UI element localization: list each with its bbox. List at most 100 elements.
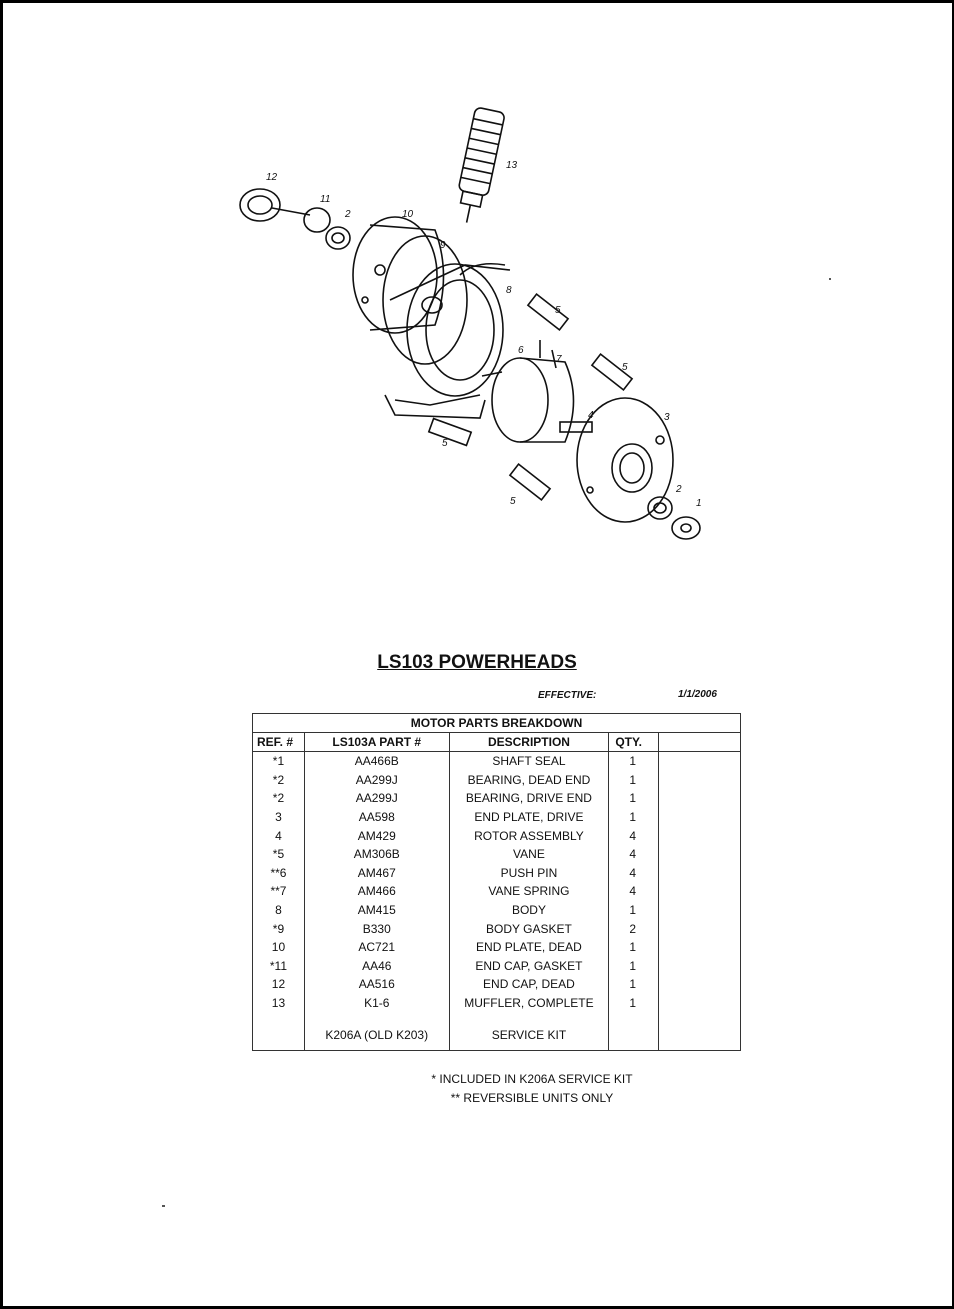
vane-part [427,293,634,501]
blank-cell [658,770,741,790]
ref-cell: *5 [252,844,305,864]
description-cell: MUFFLER, COMPLETE [448,993,610,1013]
footnotes: * INCLUDED IN K206A SERVICE KIT ** REVER… [0,1070,954,1108]
muffler-part [458,107,505,223]
end-cap-dead-part [239,188,311,222]
blank-cell [303,1012,450,1027]
blank-cell [658,789,741,808]
ref-cell: 10 [252,937,305,957]
end-plate-dead-part [352,216,445,334]
part-number-cell: AC721 [303,937,450,957]
callout-label: 6 [518,345,524,356]
ref-cell: **6 [252,863,305,883]
part-number-cell: AA299J [303,789,450,808]
end-plate-drive-part [576,397,674,523]
qty-cell: 4 [608,844,660,864]
table-header-row: REF. # LS103A PART # DESCRIPTION QTY. [252,732,741,752]
ref-cell: *1 [252,751,305,771]
part-number-cell: AM306B [303,844,450,864]
ref-cell [252,1026,305,1052]
blank-cell [658,937,741,957]
qty-cell: 1 [608,807,660,827]
ref-cell: 8 [252,900,305,920]
header-description: DESCRIPTION [448,732,610,752]
part-number-cell: AM415 [303,900,450,920]
callout-label: 5 [442,438,448,449]
description-cell: SHAFT SEAL [448,751,610,771]
effective-label: EFFECTIVE: [538,690,597,701]
description-cell: BEARING, DEAD END [448,770,610,790]
blank-cell [658,975,741,994]
description-cell: BODY GASKET [448,919,610,938]
ref-cell: *9 [252,919,305,938]
qty-cell: 4 [608,882,660,901]
service-kit-row: K206A (OLD K203)SERVICE KIT [252,1026,741,1052]
callout-label: 2 [344,209,351,220]
ref-cell: 4 [252,826,305,845]
body-gasket-part [382,235,468,365]
blank-cell [658,882,741,901]
part-number-cell: AA466B [303,751,450,771]
table-caption: MOTOR PARTS BREAKDOWN [252,713,741,733]
ref-cell: 3 [252,807,305,827]
callout-label: 10 [402,209,414,220]
callout-label: 5 [510,496,516,507]
header-blank [658,732,741,752]
callout-label: 13 [506,160,518,171]
ref-cell: **7 [252,882,305,901]
description-cell: BODY [448,900,610,920]
blank-cell [658,844,741,864]
part-number-cell: AA516 [303,975,450,994]
ref-cell: *2 [252,789,305,808]
callout-label: 9 [440,240,446,251]
qty-cell: 1 [608,751,660,771]
blank-cell [658,1012,741,1027]
ref-cell: 12 [252,975,305,994]
scan-speck [162,1205,165,1207]
description-cell: PUSH PIN [448,863,610,883]
description-cell: BEARING, DRIVE END [448,789,610,808]
description-cell: VANE SPRING [448,882,610,901]
callout-label: 7 [556,354,562,365]
bearing-drive-part [647,496,673,520]
blank-cell [608,1012,660,1027]
qty-cell [608,1026,660,1052]
spacer-row [252,1012,741,1027]
blank-cell [658,751,741,771]
motor-parts-table: MOTOR PARTS BREAKDOWN REF. # LS103A PART… [252,713,741,1052]
effective-date: 1/1/2006 [678,689,717,700]
callout-label: 3 [664,412,670,423]
shaft-seal-part [671,516,701,540]
qty-cell: 1 [608,993,660,1013]
ref-cell: *2 [252,770,305,790]
rotor-assembly-part [481,357,593,443]
part-number-cell: AM467 [303,863,450,883]
header-qty: QTY. [608,732,660,752]
description-cell: END PLATE, DRIVE [448,807,610,827]
part-number-cell: AM466 [303,882,450,901]
part-number-cell: B330 [303,919,450,938]
blank-cell [658,863,741,883]
blank-cell [658,900,741,920]
description-cell: END CAP, DEAD [448,975,610,994]
header-ref: REF. # [252,732,305,752]
ref-cell: 13 [252,993,305,1013]
part-number-cell: AM429 [303,826,450,845]
qty-cell: 1 [608,900,660,920]
blank-cell [658,993,741,1013]
callout-label: 11 [320,194,330,205]
description-cell: VANE [448,844,610,864]
callout-label: 12 [266,172,278,183]
part-number-cell: AA299J [303,770,450,790]
page-title: LS103 POWERHEADS [377,652,577,673]
